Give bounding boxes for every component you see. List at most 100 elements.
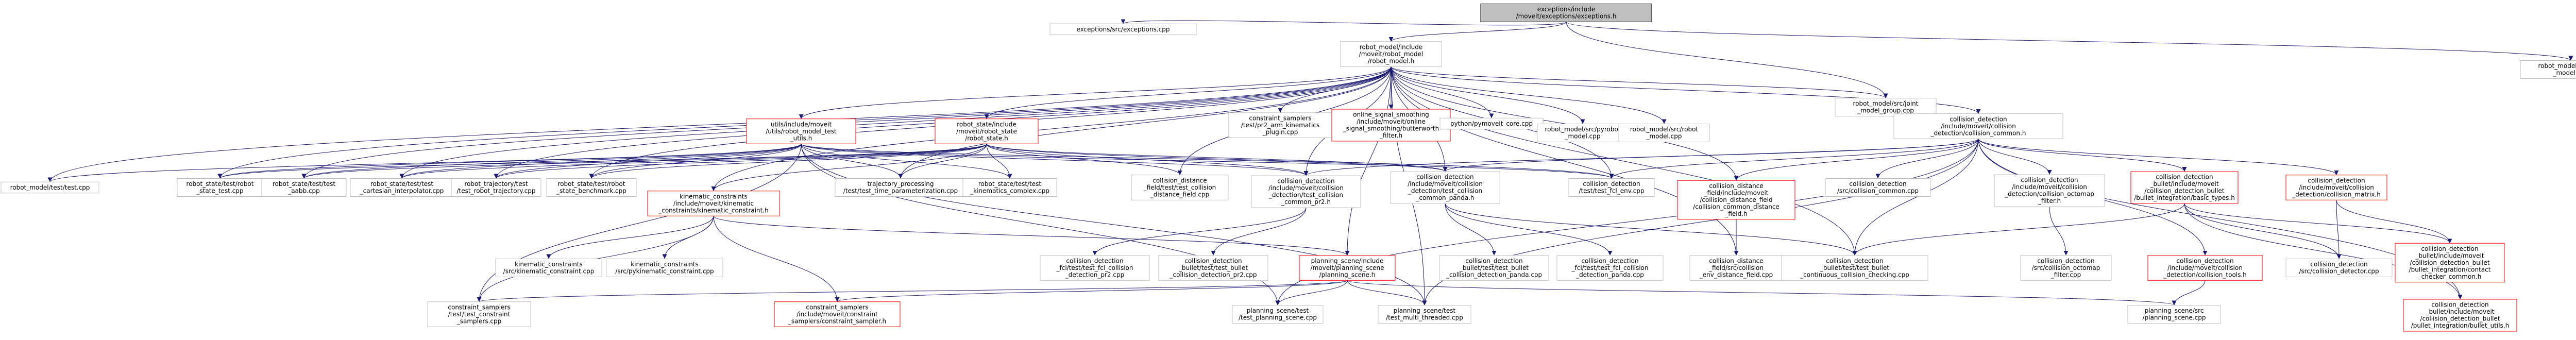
dependency-edge	[1092, 207, 1307, 256]
graph-node[interactable]: robot_state/test/test_aabb.cpp	[261, 178, 347, 197]
graph-node[interactable]: trajectory_processing/test/test_time_par…	[835, 178, 967, 197]
graph-node[interactable]: exceptions/src/exceptions.cpp	[1049, 23, 1197, 36]
graph-node[interactable]: collision_distance_field/test/test_colli…	[1131, 175, 1229, 200]
graph-node[interactable]: robot_model/src/pyrobot_model.cpp	[1537, 124, 1629, 142]
graph-node[interactable]: collision_distance_field/include/moveit/…	[1677, 180, 1795, 220]
dependency-edge	[986, 144, 1309, 176]
node-label-line: /bullet_integration/contact	[2409, 266, 2491, 273]
graph-node[interactable]: constraint_samplers/include/moveit/const…	[774, 301, 901, 327]
graph-node[interactable]: collision_detection/include/moveit/colli…	[1994, 174, 2105, 207]
node-label-line: /include/moveit/collision	[2012, 183, 2087, 191]
node-label-line: robot_state/test/test	[978, 180, 1042, 188]
node-box	[2020, 255, 2112, 281]
node-box	[2285, 259, 2393, 277]
node-box	[1568, 178, 1655, 197]
node-label-line: _detection/collision_octomap	[2004, 191, 2094, 198]
node-label-line: _collision_detection_pr2.cpp	[1170, 271, 1257, 278]
dependency-edge	[301, 143, 802, 179]
graph-node[interactable]: planning_scene/src/planning_scene.cpp	[2127, 305, 2221, 324]
graph-node[interactable]: robot_state/test/test_kinematics_complex…	[962, 178, 1057, 197]
node-label-line: /collision_detection_bullet	[2420, 315, 2500, 322]
graph-node[interactable]: collision_detection/include/moveit/colli…	[1251, 175, 1361, 208]
node-label-line: kinematic_constraints	[631, 261, 699, 268]
node-label-line: collision_detection	[1277, 178, 1334, 185]
graph-node[interactable]: collision_detection/include/moveit/colli…	[2285, 175, 2387, 200]
dependency-edge	[1852, 139, 1979, 256]
graph-node[interactable]: collision_detection/src/collision_octoma…	[2020, 255, 2112, 281]
dependency-edge	[898, 66, 1392, 179]
node-label-line: collision_detection	[2308, 177, 2365, 184]
graph-node[interactable]: collision_detection/include/moveit/colli…	[2147, 255, 2263, 281]
graph-node[interactable]: collision_detection/include/moveit/colli…	[1893, 113, 2063, 139]
graph-node[interactable]: constraint_samplers/test/pr2_arm_kinemat…	[1228, 112, 1332, 138]
graph-node[interactable]: kinematic_constraints/src/kinematic_cons…	[495, 259, 602, 277]
graph-node[interactable]: robot_model/src/robot_model.cpp	[1618, 124, 1710, 142]
node-label-line: robot_state/test/test	[273, 180, 336, 188]
graph-node[interactable]: kinematic_constraints/include/moveit/kin…	[647, 191, 780, 216]
node-label-line: robot_model/src/joint	[2538, 62, 2576, 70]
graph-node[interactable]: collision_detection_fcl/test/test_fcl_co…	[1556, 255, 1664, 281]
graph-node[interactable]: robot_model/include/moveit/robot_model/r…	[1340, 41, 1442, 67]
graph-node[interactable]: robot_trajectory/test/test_robot_traject…	[451, 178, 541, 197]
graph-node[interactable]: collision_detection_fcl/test/test_fcl_co…	[1040, 255, 1150, 281]
graph-node[interactable]: collision_detection/test/test_fcl_env.cp…	[1568, 178, 1655, 197]
node-label-line: /collision_distance_field	[1700, 196, 1772, 203]
node-box	[451, 178, 541, 197]
graph-node[interactable]: collision_detection_bullet/test/test_bul…	[1158, 255, 1268, 281]
node-label-line: _distance_field.cpp	[1150, 191, 1209, 198]
graph-node[interactable]: planning_scene/include/moveit/planning_s…	[1299, 255, 1396, 281]
graph-node[interactable]: kinematic_constraints/src/pykinematic_co…	[606, 259, 723, 277]
dependency-edge	[1211, 207, 1307, 256]
graph-node[interactable]: utils/include/moveit/utils/robot_model_t…	[746, 118, 856, 144]
graph-node[interactable]: collision_detection_bullet/include/movei…	[2130, 171, 2239, 204]
node-label-line: collision_detection	[1950, 115, 2007, 123]
graph-node[interactable]: robot_model/src/joint_model_group.cpp	[1835, 98, 1937, 116]
graph-node[interactable]: planning_scene/test/test_multi_threaded.…	[1378, 305, 1471, 324]
graph-node[interactable]: collision_detection/include/moveit/colli…	[1390, 171, 1500, 204]
dependency-edge	[1609, 139, 1979, 179]
dependency-edge	[1445, 203, 1613, 256]
node-label-line: collision_detection	[1849, 180, 1906, 188]
dependency-edge	[711, 144, 987, 191]
graph-node[interactable]: collision_distance_field/src/collision_e…	[1689, 255, 1783, 281]
node-label-line: _bullet/include/moveit	[2425, 308, 2494, 315]
dependency-edge	[986, 143, 1448, 172]
graph-node[interactable]: robot_state/test/test_cartesian_interpol…	[350, 178, 454, 197]
graph-node[interactable]: online_signal_smoothing/include/moveit/o…	[1331, 109, 1451, 142]
graph-node[interactable]: robot_state/test/robot_state_test.cpp	[177, 178, 263, 197]
node-box	[935, 118, 1039, 144]
node-label-line: _bullet/test/test_bullet	[1820, 264, 1889, 271]
graph-node[interactable]: collision_detection/src/collision_common…	[1825, 178, 1931, 197]
node-label-line: _field/test/test_collision	[1143, 184, 1216, 191]
node-label-line: _collision_detection_panda.cpp	[1446, 271, 1542, 278]
dependency-edge	[801, 144, 1280, 305]
node-label-line: /collision_common_distance	[1693, 203, 1780, 210]
node-label-line: _common_pr2.h	[1281, 198, 1331, 206]
graph-node[interactable]: collision_detection/src/collision_detect…	[2285, 259, 2393, 277]
dependency-edge	[2184, 203, 2342, 259]
graph-node[interactable]: collision_detection_bullet/test/test_bul…	[1781, 255, 1928, 281]
graph-node[interactable]: robot_state/include/moveit/robot_state/r…	[935, 118, 1039, 144]
graph-node[interactable]: python/pymoveit_core.cpp	[1439, 117, 1544, 130]
graph-node[interactable]: collision_detection_bullet/include/movei…	[2403, 299, 2517, 332]
graph-node[interactable]: robot_state/test/robot_state_benchmark.c…	[546, 178, 637, 197]
dependency-edge	[801, 144, 1012, 179]
dependency-edge	[399, 143, 987, 179]
node-label-line: /src/pykinematic_constraint.cpp	[615, 268, 714, 275]
graph-node[interactable]: robot_model/src/joint_model.cpp	[2520, 60, 2576, 79]
graph-node[interactable]: collision_detection_bullet/include/movei…	[2395, 243, 2505, 283]
graph-node[interactable]: planning_scene/test/test_planning_scene.…	[1232, 305, 1324, 324]
node-label-line: /src/collision_octomap	[2032, 264, 2100, 271]
node-label-line: _detection/collision_tools.h	[2163, 271, 2247, 278]
node-label-line: /include/moveit/collision	[1408, 180, 1483, 188]
node-label-line: _env_distance_field.cpp	[1699, 271, 1773, 278]
node-label-line: robot_state/include	[957, 121, 1016, 128]
dependency-edge	[399, 66, 1392, 179]
graph-node[interactable]: constraint_samplers/test/test_constraint…	[427, 301, 531, 327]
graph-node[interactable]: robot_model/test/test.cpp	[1, 181, 99, 194]
dependency-edge	[1388, 22, 1567, 42]
node-label-line: /test/test_fcl_env.cpp	[1579, 188, 1644, 195]
graph-node[interactable]: collision_detection_bullet/test/test_bul…	[1439, 255, 1549, 281]
node-label-line: _state_benchmark.cpp	[556, 188, 626, 195]
